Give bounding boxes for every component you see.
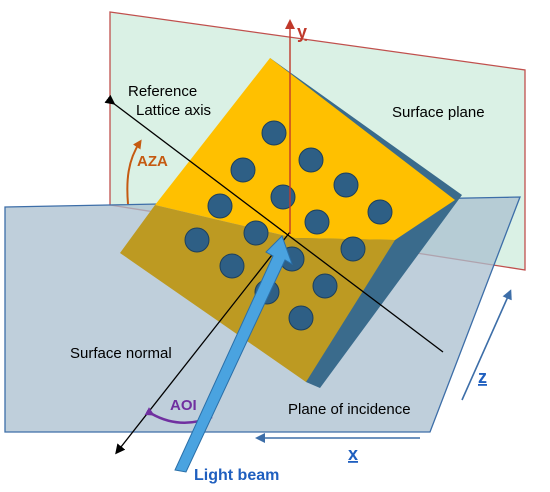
lattice-points (184, 120, 393, 331)
lattice-point (261, 120, 287, 146)
light-beam (174, 235, 293, 473)
aoi-label: AOI (170, 397, 197, 414)
aza-arc (126, 139, 142, 205)
lattice-axis-label: Lattice axis (136, 102, 211, 119)
sample-top-face (155, 58, 455, 240)
lattice-point (243, 220, 269, 246)
x-axis-label: x (348, 444, 358, 464)
light-beam-label: Light beam (194, 467, 279, 484)
lattice-point (219, 253, 245, 279)
surface-normal-label: Surface normal (70, 345, 172, 362)
lattice-point (230, 157, 256, 183)
y-axis-label: y (297, 22, 307, 42)
reference-label: Reference (128, 83, 197, 100)
plane-of-incidence-label: Plane of incidence (288, 401, 411, 418)
lattice-point (298, 147, 324, 173)
lattice-point (207, 193, 233, 219)
z-axis-arrow (461, 289, 512, 401)
z-axis-label: z (478, 367, 487, 387)
lattice-point (367, 199, 393, 225)
lattice-point (333, 172, 359, 198)
lattice-point (304, 209, 330, 235)
lattice-point (288, 305, 314, 331)
lattice-point (184, 227, 210, 253)
lattice-axis-line (104, 94, 444, 353)
lattice-point (270, 184, 296, 210)
lattice-point (340, 236, 366, 262)
aza-label: AZA (137, 153, 168, 170)
surface-plane-label: Surface plane (392, 104, 485, 121)
lattice-point (312, 273, 338, 299)
